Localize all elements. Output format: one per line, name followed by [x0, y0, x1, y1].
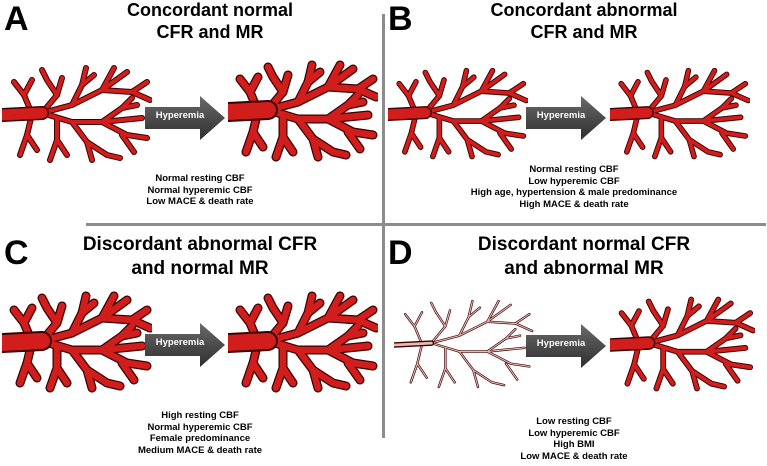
resting-vessel-diagram — [388, 62, 528, 167]
hyperemic-vessel-diagram — [228, 52, 378, 172]
panel-title: Concordant normal CFR and MR — [60, 0, 360, 43]
panel-notes: Low resting CBF Low hyperemic CBF High B… — [454, 416, 694, 462]
hyperemia-label: Hyperemia — [155, 110, 205, 121]
panel-title-line: Discordant normal CFR — [477, 234, 691, 255]
panel-notes: Normal resting CBF Normal hyperemic CBF … — [80, 173, 320, 208]
hyperemia-label: Hyperemia — [155, 337, 205, 348]
hyperemia-arrow: Hyperemia — [145, 323, 225, 367]
note-line: Low hyperemic CBF — [528, 175, 620, 187]
horizontal-divider — [86, 223, 766, 226]
panel-title: Discordant normal CFR and abnormal MR — [434, 233, 734, 281]
hyperemia-arrow: Hyperemia — [526, 324, 606, 368]
panel-title-line: CFR and MR — [530, 22, 638, 42]
quadrant-c: C Discordant abnormal CFR and normal MR … — [0, 228, 383, 461]
resting-vessel-diagram — [394, 299, 534, 389]
note-line: Low MACE & death rate — [520, 450, 628, 462]
resting-vessel-diagram — [2, 284, 152, 402]
panel-title-line: and abnormal MR — [504, 258, 664, 279]
hyperemia-label: Hyperemia — [536, 338, 586, 349]
note-line: High resting CBF — [161, 410, 239, 421]
note-line: Normal hyperemic CBF — [147, 184, 253, 196]
panel-title: Discordant abnormal CFR and normal MR — [50, 233, 350, 281]
hyperemia-arrow: Hyperemia — [145, 96, 225, 140]
note-line: Female predominance — [149, 433, 251, 444]
resting-vessel-diagram — [2, 60, 152, 170]
panel-letter: D — [388, 234, 413, 272]
note-line: High MACE & death rate — [519, 198, 629, 210]
note-line: High BMI — [553, 439, 595, 450]
note-line: Low resting CBF — [536, 416, 612, 427]
hyperemic-vessel-diagram — [610, 290, 755, 400]
note-line: High age, hypertension & male predominan… — [470, 187, 678, 198]
note-line: Low MACE & death rate — [146, 196, 254, 207]
hyperemic-vessel-diagram — [228, 284, 378, 402]
panel-letter: A — [4, 0, 29, 38]
panel-title-line: Concordant normal — [126, 0, 293, 20]
panel-title-line: Discordant abnormal CFR — [82, 234, 318, 255]
quadrant-b: B Concordant abnormal CFR and MR Hyperem… — [384, 0, 767, 233]
note-line: Normal resting CBF — [155, 173, 245, 184]
hyperemia-label: Hyperemia — [536, 110, 586, 121]
note-line: Normal resting CBF — [529, 164, 619, 175]
vertical-divider — [382, 14, 385, 438]
note-line: Low hyperemic CBF — [528, 427, 620, 439]
hyperemia-arrow: Hyperemia — [526, 96, 606, 140]
panel-title-line: CFR and MR — [156, 22, 264, 42]
hyperemic-vessel-diagram — [610, 62, 750, 167]
note-line: Normal hyperemic CBF — [147, 421, 253, 433]
quadrant-a: A Concordant normal CFR and MR Hyperemia… — [0, 0, 383, 233]
panel-notes: Normal resting CBF Low hyperemic CBF Hig… — [424, 164, 724, 210]
panel-title: Concordant abnormal CFR and MR — [434, 0, 734, 43]
panel-title-line: and normal MR — [131, 258, 269, 279]
panel-letter: C — [4, 234, 29, 272]
panel-letter: B — [388, 0, 413, 38]
panel-notes: High resting CBF Normal hyperemic CBF Fe… — [80, 410, 320, 456]
panel-title-line: Concordant abnormal — [490, 0, 678, 20]
note-line: Medium MACE & death rate — [137, 444, 263, 456]
quadrant-d: D Discordant normal CFR and abnormal MR … — [384, 228, 767, 462]
